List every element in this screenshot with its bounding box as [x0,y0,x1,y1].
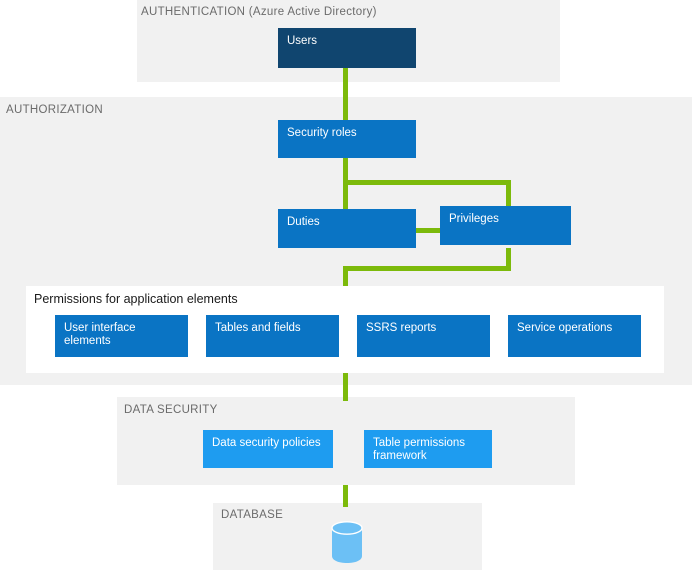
permission-element-box-2[interactable]: Tables and fields [206,315,339,357]
connector-permissions-horizontal [343,266,511,271]
connector-duties-to-privileges [409,228,445,233]
zone-database-label: DATABASE [221,509,284,521]
panel-permissions-title: Permissions for application elements [34,292,238,306]
zone-authorization-label: AUTHORIZATION [6,104,103,116]
node-data-security-policies[interactable]: Data security policies [203,430,333,468]
permission-element-box-1[interactable]: User interface elements [55,315,188,357]
connector-privileges-down [506,248,511,271]
node-security-roles-label: Security roles [287,127,357,139]
zone-authentication-label: AUTHENTICATION (Azure Active Directory) [141,6,377,18]
database-cylinder-icon [330,520,364,564]
connector-to-permissions-panel [343,266,348,290]
permission-element-label-2: Tables and fields [215,322,301,334]
node-table-permissions-framework[interactable]: Table permissions framework [364,430,492,468]
connector-data-security-to-database [343,485,348,507]
permission-element-label-4: Service operations [517,322,613,334]
node-duties-label: Duties [287,216,320,228]
node-data-security-policies-label: Data security policies [212,437,321,449]
connector-users-to-security-roles [343,60,348,122]
node-users[interactable]: Users [278,28,416,68]
connector-permissions-to-data-security [343,373,348,401]
node-privileges[interactable]: Privileges [440,206,571,245]
node-duties[interactable]: Duties [278,209,416,248]
connector-security-roles-trunk [343,155,348,215]
zone-data-security-label: DATA SECURITY [124,404,218,416]
node-security-roles[interactable]: Security roles [278,120,416,158]
permission-element-label-1: User interface elements [64,322,136,347]
zone-data-security [117,397,575,485]
permission-element-label-3: SSRS reports [366,322,437,334]
node-users-label: Users [287,35,318,47]
permission-element-box-3[interactable]: SSRS reports [357,315,490,357]
connector-branch-to-privileges [506,180,511,215]
connector-branch-horizontal [343,180,511,185]
node-table-permissions-framework-label: Table permissions framework [373,437,466,462]
node-privileges-label: Privileges [449,213,499,225]
permission-element-box-4[interactable]: Service operations [508,315,641,357]
